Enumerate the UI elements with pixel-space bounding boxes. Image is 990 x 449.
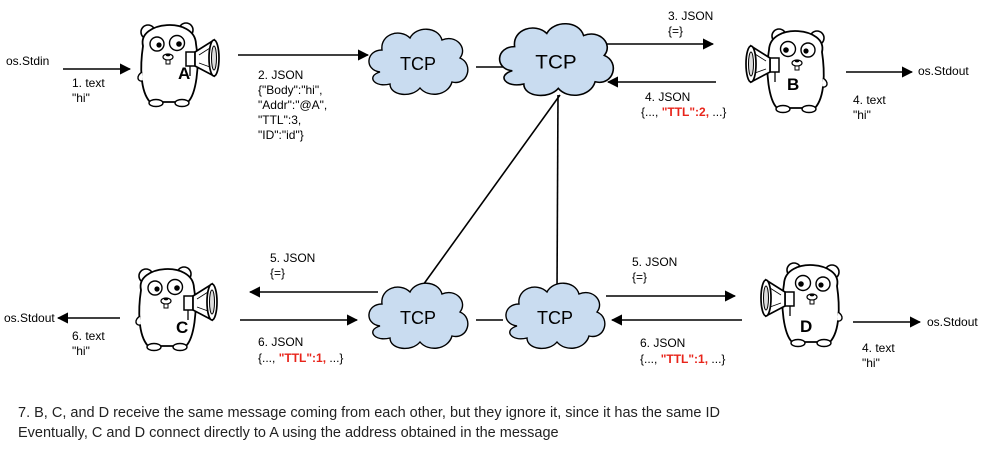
step2-line3: "Addr":"@A", bbox=[258, 98, 327, 112]
step2-line2: {"Body":"hi", bbox=[258, 83, 322, 97]
svg-text:TCP: TCP bbox=[400, 54, 436, 74]
step2-line4: "TTL":3, bbox=[258, 113, 301, 127]
step4-text-line1: 4. text bbox=[853, 93, 886, 107]
svg-text:TCP: TCP bbox=[535, 52, 576, 74]
ttl-value: "TTL":1, bbox=[279, 351, 326, 365]
step3-line1: 3. JSON bbox=[668, 9, 713, 23]
tcp-cloud-top-right: TCP bbox=[498, 22, 615, 97]
step5-left-line2: {=} bbox=[270, 266, 285, 280]
svg-text:TCP: TCP bbox=[537, 308, 573, 328]
step6-left-title: 6. JSON bbox=[258, 335, 303, 349]
tcp-cloud-top-left: TCP bbox=[368, 28, 469, 96]
gopher-megaphone-icon bbox=[135, 266, 218, 352]
step6-text-line2: "hi" bbox=[72, 344, 90, 358]
node-d-letter: D bbox=[800, 317, 812, 336]
step4-text-line2: "hi" bbox=[853, 108, 871, 122]
svg-text:A: A bbox=[178, 64, 190, 83]
footer-line-2: Eventually, C and D connect directly to … bbox=[18, 425, 559, 441]
step6-left-body: {..., "TTL":1, ...} bbox=[258, 351, 343, 365]
step6-right-title: 6. JSON bbox=[640, 336, 685, 350]
step4-text-d-line2: "hi" bbox=[862, 356, 880, 370]
step2-line1: 2. JSON bbox=[258, 68, 303, 82]
gopher-megaphone-icon bbox=[745, 28, 828, 114]
message-arrows bbox=[56, 38, 922, 328]
step4-json-title: 4. JSON bbox=[645, 90, 690, 104]
step6-text-line1: 6. text bbox=[72, 329, 105, 343]
stdout-label-d: os.Stdout bbox=[927, 315, 978, 329]
node-a: A bbox=[137, 22, 220, 108]
node-b-letter: B bbox=[787, 75, 799, 94]
stdin-label: os.Stdin bbox=[6, 54, 49, 68]
step5-right-line2: {=} bbox=[632, 270, 647, 284]
node-b bbox=[745, 28, 828, 114]
step6-right-body: {..., "TTL":1, ...} bbox=[640, 352, 725, 366]
step1-line1: 1. text bbox=[72, 76, 105, 90]
step3-line2: {=} bbox=[668, 24, 683, 38]
node-c: C bbox=[135, 266, 218, 352]
footer-line-1: 7. B, C, and D receive the same message … bbox=[18, 405, 720, 421]
stdout-label-c: os.Stdout bbox=[4, 311, 55, 325]
stdout-label-b: os.Stdout bbox=[918, 64, 969, 78]
step5-left-line1: 5. JSON bbox=[270, 251, 315, 265]
tcp-cloud-bottom-left: TCP bbox=[368, 282, 469, 350]
tcp-cloud-bottom-right: TCP bbox=[505, 282, 606, 350]
ttl-value: "TTL":1, bbox=[661, 352, 708, 366]
step2-line5: "ID":"id"} bbox=[258, 128, 304, 142]
tcp-links bbox=[417, 66, 561, 321]
svg-text:TCP: TCP bbox=[400, 308, 436, 328]
step4-json-body: {..., "TTL":2, ...} bbox=[641, 105, 726, 119]
step5-right-line1: 5. JSON bbox=[632, 255, 677, 269]
step4-text-d-line1: 4. text bbox=[862, 341, 895, 355]
svg-text:C: C bbox=[176, 318, 188, 337]
step1-line2: "hi" bbox=[72, 91, 90, 105]
ttl-value: "TTL":2, bbox=[662, 105, 709, 119]
